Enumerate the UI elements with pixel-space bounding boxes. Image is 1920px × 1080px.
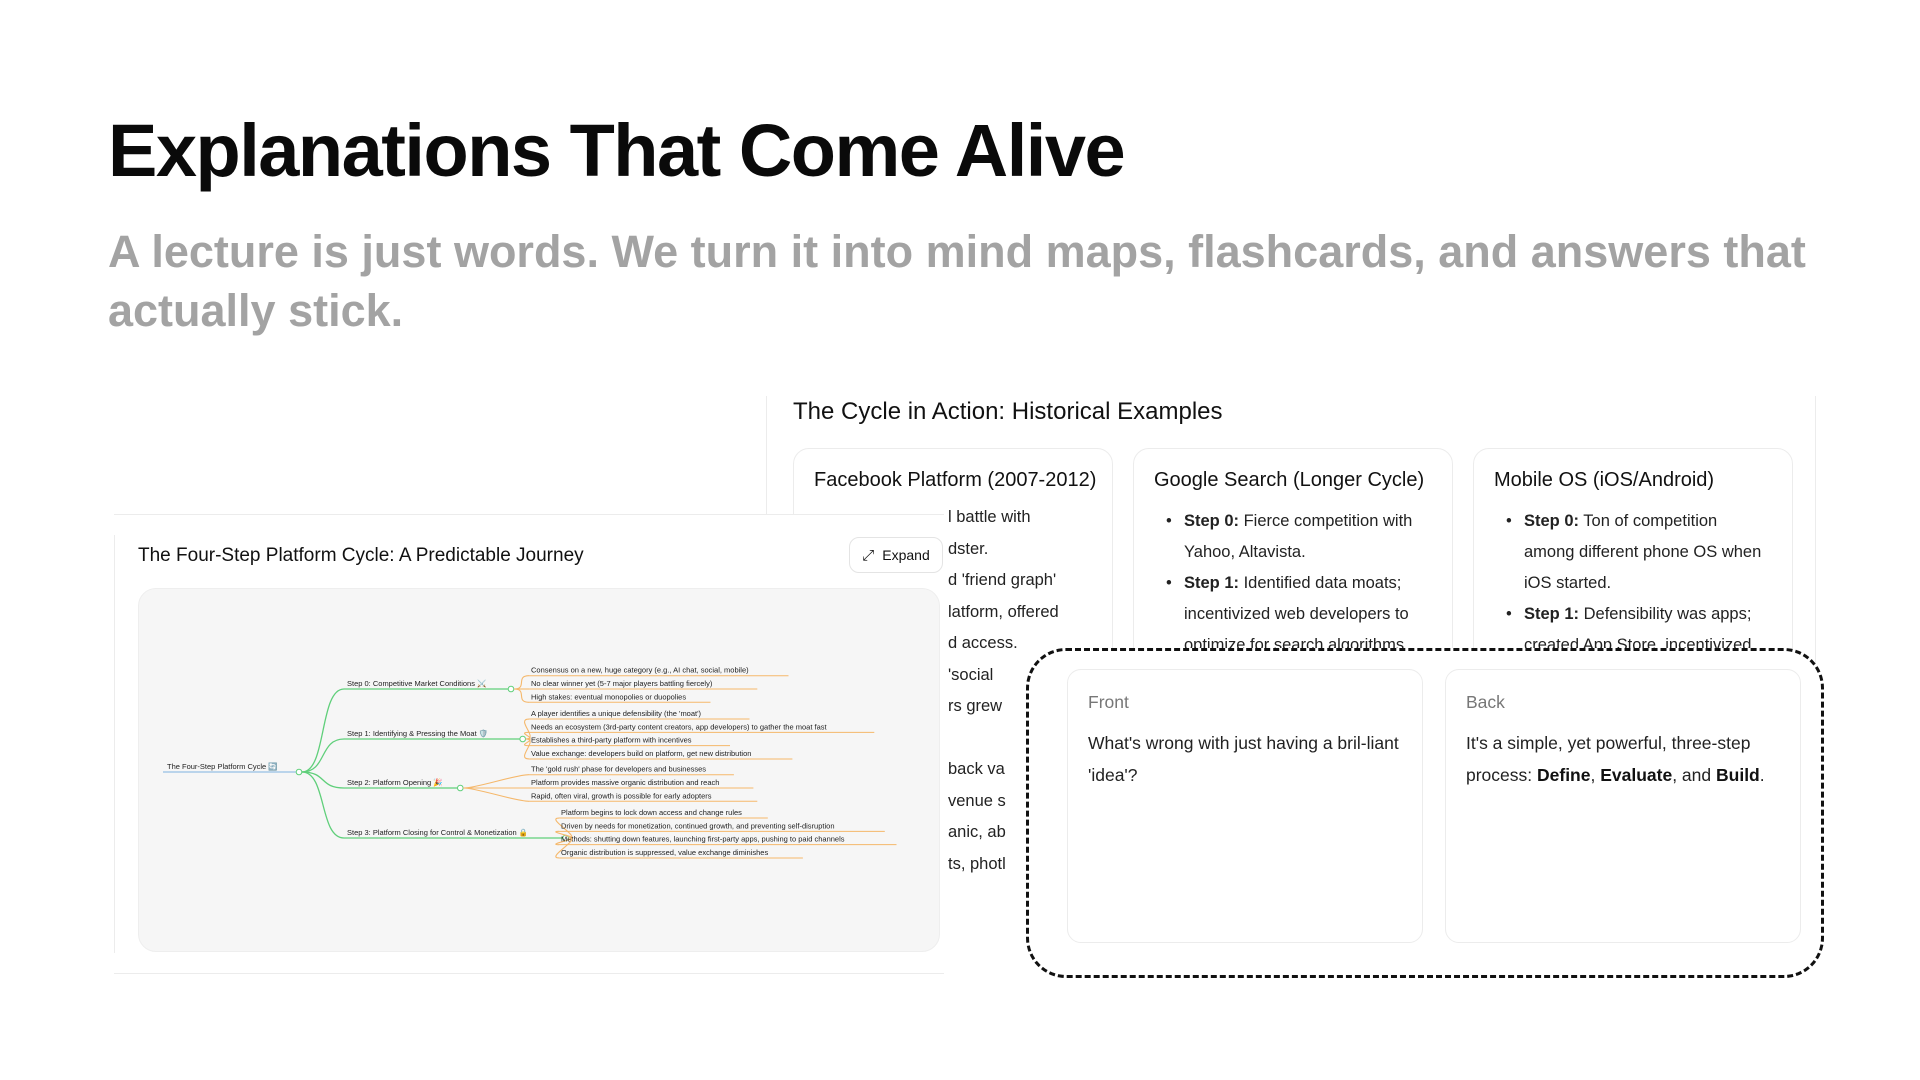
mindmap-diagram: The Four-Step Platform Cycle 🔄 Step 0: Co… [163, 666, 897, 859]
facebook-card-line: d access. [948, 634, 1018, 652]
mindmap-branch-label: Step 1: Identifying & Pressing the Moat … [347, 729, 488, 738]
historical-examples-title: The Cycle in Action: Historical Examples [793, 398, 1223, 425]
slide-title: Explanations That Come Alive [108, 109, 1126, 192]
flashcard-back-label: Back [1466, 692, 1505, 712]
facebook-card-line: venue s [948, 791, 1006, 810]
mindmap-leaf-label: Rapid, often viral, growth is possible f… [531, 791, 712, 800]
mindmap-leaf-label: Consensus on a new, huge category (e.g.,… [531, 666, 749, 675]
mindmap-panel: The Four-Step Platform Cycle: A Predicta… [114, 514, 944, 974]
mindmap-leaf-label: Value exchange: developers build on plat… [531, 749, 751, 758]
mindmap-branch-node [519, 735, 527, 743]
slide-subtitle: A lecture is just words. We turn it into… [108, 226, 1806, 336]
mobile-os-card-title: Mobile OS (iOS/Android) [1494, 469, 1715, 491]
mindmap-canvas[interactable]: The Four-Step Platform Cycle 🔄 Step 0: Co… [138, 588, 940, 952]
mindmap-leaf-connector [523, 738, 531, 760]
mindmap-branch-label: Step 3: Platform Closing for Control & M… [347, 828, 528, 837]
mindmap-leaf-label: Platform begins to lock down access and … [561, 808, 742, 817]
mindmap-branch-node [507, 685, 515, 693]
flashcard-front-text: What's wrong with just having a bril-lia… [1088, 733, 1399, 785]
google-card-list: Step 0: Fierce competition with Yahoo, A… [1154, 506, 1432, 661]
expand-label: Expand [882, 547, 930, 563]
mindmap-branch-connector [301, 688, 345, 773]
mindmap-leaf-connector [555, 837, 573, 859]
facebook-card-line: l battle with [948, 508, 1031, 526]
flashcard-highlight-frame: Front What's wrong with just having a br… [1026, 648, 1824, 978]
expand-icon: ⤢ [862, 546, 875, 564]
mindmap-leaf-label: A player identifies a unique defensibili… [531, 709, 702, 718]
mobile-os-card-list: Step 0: Ton of competition among differe… [1494, 506, 1772, 661]
mindmap-leaf-label: Platform provides massive organic distri… [531, 778, 719, 787]
mindmap-leaf-connector [463, 774, 530, 789]
mindmap-leaf-label: Needs an ecosystem (3rd-party content cr… [531, 722, 827, 731]
facebook-card-lines: l battle with dster. d 'friend graph' latfo… [814, 502, 1092, 880]
facebook-card-line: 'social [948, 665, 994, 684]
mindmap-branch-node [457, 784, 464, 792]
list-item: Step 0: Ton of competition among differe… [1494, 506, 1772, 599]
mindmap-leaf-label: Driven by needs for monetization, contin… [561, 821, 835, 830]
mindmap-branch-connector [301, 738, 345, 773]
facebook-card-line: dster. [948, 539, 989, 558]
mindmap-leaf-connector [463, 787, 530, 802]
flashcard-back-text: It's a simple, yet powerful, three-step … [1466, 733, 1765, 785]
mindmap-title: The Four-Step Platform Cycle: A Predicta… [138, 545, 584, 566]
mindmap-root-label: The Four-Step Platform Cycle 🔄 [167, 762, 278, 771]
facebook-card-title: Facebook Platform (2007-2012) [814, 469, 1097, 491]
mindmap-branch-label: Step 0: Competitive Market Conditions ⚔️ [347, 679, 486, 688]
mindmap-branch-label: Step 2: Platform Opening 🎉 [347, 778, 443, 787]
facebook-card-line: ts, photl [948, 854, 1006, 873]
facebook-card-line: anic, ab [948, 823, 1006, 841]
mindmap-leaf-label: Methods: shutting down features, launchi… [561, 835, 845, 844]
flashcard-front-label: Front [1088, 692, 1129, 712]
facebook-card-line: back va [948, 760, 1005, 778]
mindmap-branch-connector [301, 771, 345, 839]
mindmap-leaf-label: No clear winner yet (5-7 major players b… [531, 679, 713, 688]
mindmap-root-node [295, 768, 303, 776]
facebook-card-line: latform, offered [948, 602, 1059, 621]
mindmap-leaf-label: The 'gold rush' phase for developers and… [531, 765, 706, 774]
mindmap-leaf-label: Establishes a third-party platform with … [531, 736, 692, 745]
expand-button[interactable]: ⤢ Expand [849, 537, 943, 573]
mindmap-leaf-label: Organic distribution is suppressed, valu… [561, 848, 768, 857]
mindmap-leaf-connector [513, 688, 530, 703]
flashcard-front[interactable]: Front What's wrong with just having a br… [1067, 669, 1423, 943]
flashcard-back[interactable]: Back It's a simple, yet powerful, three-… [1445, 669, 1801, 943]
mindmap-leaf-connector [513, 675, 530, 690]
facebook-card-line: d 'friend graph' [948, 571, 1057, 589]
mindmap-branch-connector [301, 771, 345, 789]
google-card-title: Google Search (Longer Cycle) [1154, 469, 1425, 491]
list-item: Step 0: Fierce competition with Yahoo, A… [1154, 506, 1432, 568]
mindmap-leaf-label: High stakes: eventual monopolies or duop… [531, 692, 686, 701]
facebook-card-line: rs grew [948, 697, 1003, 715]
